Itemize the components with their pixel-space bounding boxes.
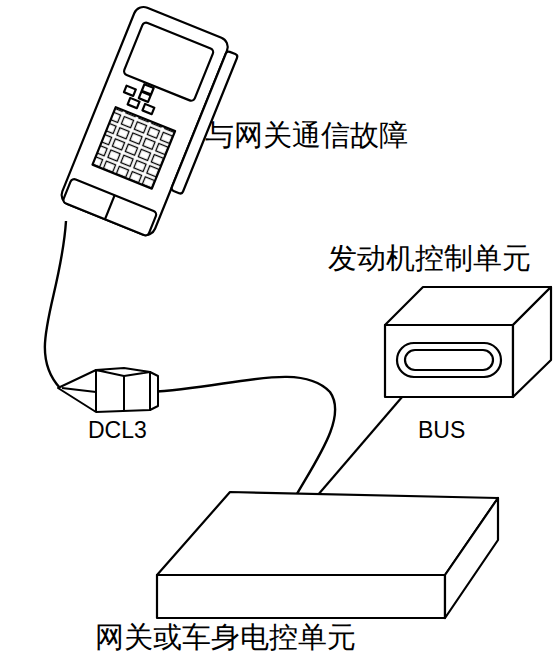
unit-label: 网关或车身电控单元 bbox=[95, 622, 356, 654]
scan-tool: 与网关通信故障 bbox=[10, 0, 245, 225]
box-outline bbox=[10, 0, 245, 225]
diagnostic-cable bbox=[45, 221, 335, 512]
box-outline bbox=[155, 490, 500, 620]
box-outline bbox=[383, 285, 553, 400]
connector-label: BUS bbox=[416, 418, 467, 443]
control-unit-box: 发动机控制单元 bbox=[383, 285, 553, 400]
unit-label: 发动机控制单元 bbox=[328, 243, 531, 275]
connector-label: DCL3 bbox=[86, 418, 149, 443]
control-unit-box: 网关或车身电控单元 bbox=[155, 490, 500, 620]
dlc-connector bbox=[58, 368, 158, 412]
unit-label: 与网关通信故障 bbox=[205, 120, 408, 152]
